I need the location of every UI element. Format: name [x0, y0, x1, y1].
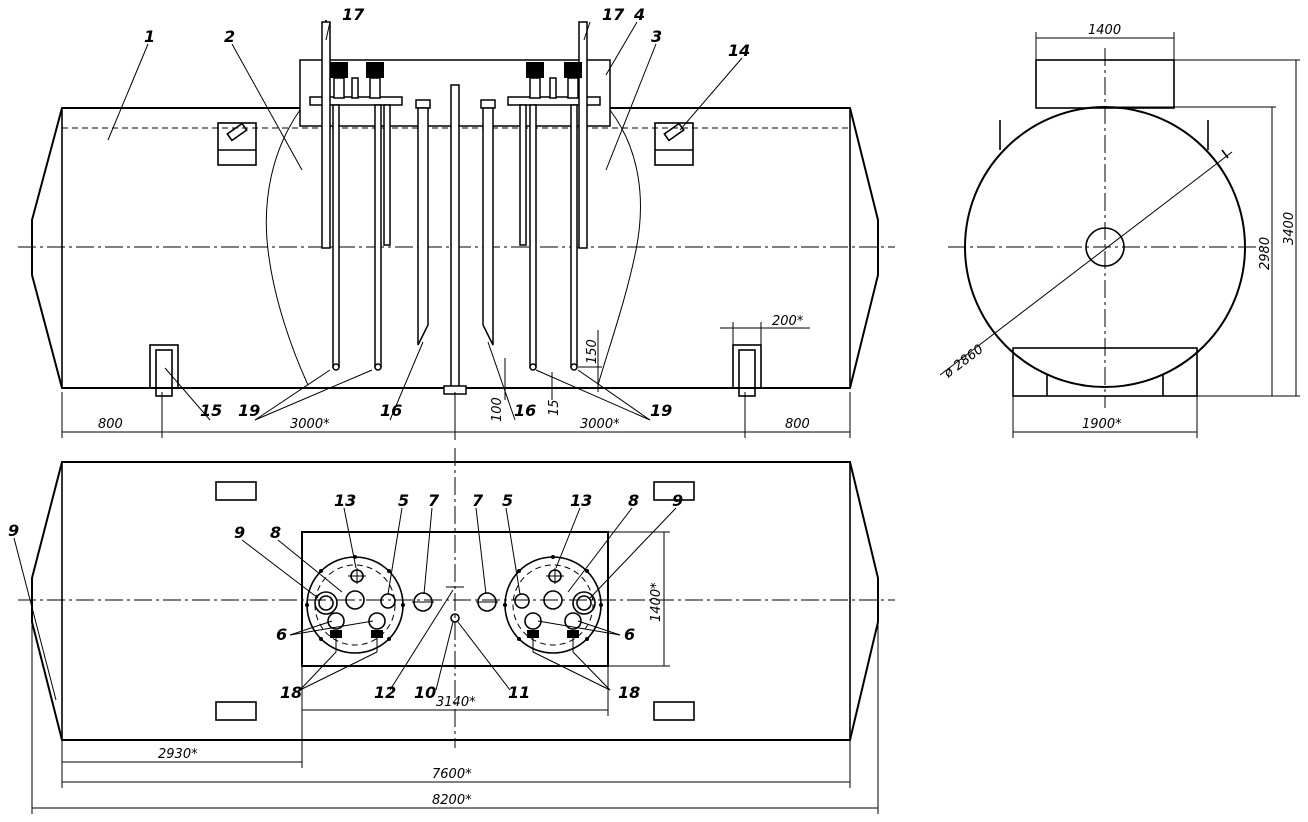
callout-6-right: 6: [624, 625, 635, 644]
side-view: ø 2860 1400 3400 2980 1900*: [939, 23, 1300, 438]
callout-13-right: 13: [570, 491, 592, 510]
dim-8200: 8200*: [432, 793, 472, 808]
suction-pipe-left-2: [374, 104, 382, 368]
plan-flange-left: [305, 555, 405, 654]
support-left: [149, 344, 179, 397]
manhole-left: [217, 122, 257, 166]
callout-17-left: 17: [342, 5, 365, 24]
dim-150: 150: [585, 339, 600, 364]
callout-9-left: 9: [234, 523, 245, 542]
plan-box-bottom-left: [215, 701, 257, 721]
callout-19-right: 19: [650, 401, 672, 420]
callout-12: 12: [374, 683, 396, 702]
plan-flange-right: [503, 555, 603, 654]
short-pipe-left: [383, 104, 391, 246]
callout-5-left: 5: [398, 491, 409, 510]
callout-18-left: 18: [280, 683, 302, 702]
callout-18-right: 18: [618, 683, 640, 702]
callout-10: 10: [414, 683, 436, 702]
dim-2930: 2930*: [158, 747, 198, 762]
vent-pipe-right: [578, 21, 588, 249]
callout-9-edge: 9: [8, 521, 19, 540]
callout-16-right: 16: [514, 401, 536, 420]
callout-9-right: 9: [672, 491, 683, 510]
callout-7-right: 7: [472, 491, 484, 510]
dim-100: 100: [490, 397, 505, 422]
callout-3: 3: [651, 27, 662, 46]
dim-3140: 3140*: [436, 695, 476, 710]
callout-17-right: 17: [602, 5, 625, 24]
callout-2: 2: [224, 27, 235, 46]
dim-diameter-2860: ø 2860: [941, 342, 987, 382]
plan-view: 9 9 8 13 5 7 7 5 13 8 9 6 6 18 18 12 10 …: [8, 448, 895, 814]
dim-200: 200*: [772, 314, 804, 329]
dim-800-right: 800: [785, 417, 810, 432]
valve-left-1: [330, 62, 348, 99]
measure-tube-cap-left: [415, 99, 431, 109]
suction-pipe-right-2: [570, 104, 578, 368]
callout-5-right: 5: [502, 491, 513, 510]
valve-left-2: [366, 62, 384, 99]
callout-7-left: 7: [428, 491, 440, 510]
suction-pipe-right-1: [529, 104, 537, 368]
measure-tube-cap-right: [480, 99, 496, 109]
dim-3000-left: 3000*: [290, 417, 330, 432]
callout-6-left: 6: [276, 625, 287, 644]
support-right: [732, 344, 762, 397]
vent-pipe-left: [321, 21, 331, 249]
partition-curve-right: [597, 109, 641, 386]
plan-central-pipe: [450, 613, 460, 623]
plan-mounting-plate: [301, 531, 609, 667]
plan-box-top-left: [215, 481, 257, 501]
callout-14: 14: [728, 41, 750, 60]
callout-19-left: 19: [238, 401, 260, 420]
dim-1400-top: 1400: [1088, 23, 1121, 38]
callout-13-left: 13: [334, 491, 356, 510]
valve-right-1: [526, 62, 544, 99]
callout-16-left: 16: [380, 401, 402, 420]
short-pipe-right: [519, 104, 527, 246]
dim-2980: 2980: [1258, 237, 1273, 270]
plan-box-bottom-right: [653, 701, 695, 721]
suction-pipe-left-1: [332, 104, 340, 368]
dim-3400: 3400: [1282, 212, 1297, 245]
measure-tube-left: [417, 107, 429, 346]
callout-15: 15: [200, 401, 222, 420]
front-view: 1 2 3 4 17 17 14 15 19 16 16 19 800 3000…: [18, 5, 895, 440]
central-pipe: [450, 84, 460, 389]
dim-15: 15: [547, 399, 562, 416]
plan-box-top-right: [653, 481, 695, 501]
dim-800-left: 800: [98, 417, 123, 432]
dim-7600: 7600*: [432, 767, 472, 782]
callout-8-right: 8: [628, 491, 639, 510]
tank-center-pipe: [1085, 227, 1125, 267]
callout-4: 4: [633, 5, 645, 24]
callout-1: 1: [144, 27, 155, 46]
partition-curve-left: [265, 109, 309, 386]
dim-3000-right: 3000*: [580, 417, 620, 432]
side-support-base: [1012, 347, 1198, 397]
valve-right-2: [564, 62, 582, 99]
manhole-right: [654, 122, 694, 166]
measure-tube-right: [482, 107, 494, 346]
callout-8-left: 8: [270, 523, 281, 542]
callout-11: 11: [508, 683, 530, 702]
dim-1400-plate: 1400*: [649, 582, 664, 622]
dim-1900: 1900*: [1082, 417, 1122, 432]
